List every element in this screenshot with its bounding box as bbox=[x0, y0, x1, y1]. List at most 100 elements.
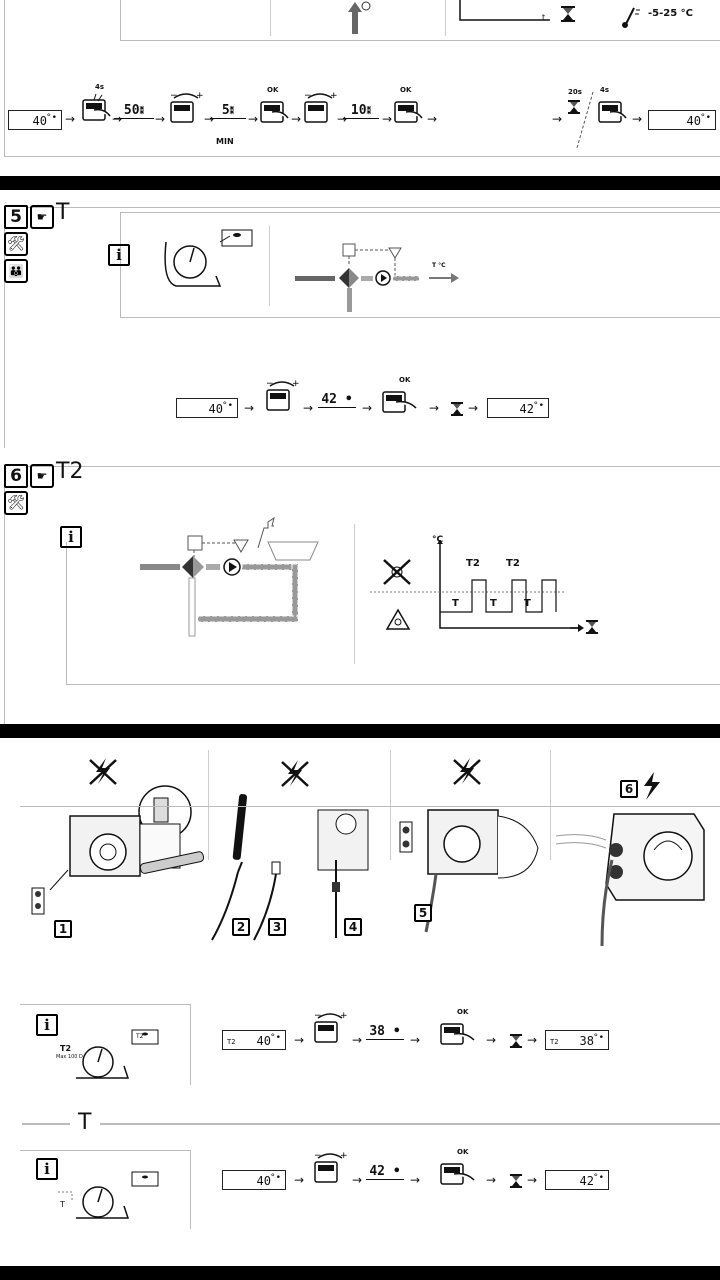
ok-label: OK bbox=[400, 86, 412, 94]
lcd-display-end: 40°• bbox=[648, 110, 716, 130]
arrow-icon: → bbox=[204, 112, 215, 126]
press-button-icon bbox=[598, 101, 627, 123]
t2-dial-illustration bbox=[76, 1029, 159, 1079]
installer-plus-icon: 🛠 bbox=[4, 491, 28, 515]
biohazard-warning-icon bbox=[385, 608, 411, 630]
divider-top-2 bbox=[445, 0, 446, 36]
hand-settings-icon: ☛ bbox=[30, 464, 54, 488]
svg-text:+: + bbox=[330, 91, 338, 101]
top-sequence-frame bbox=[4, 0, 720, 157]
arrow-icon: → bbox=[294, 1033, 305, 1047]
flashing-value-10: 10⁑ bbox=[343, 103, 379, 119]
rotate-knob-icon: −+ bbox=[314, 1151, 348, 1183]
hourglass-icon bbox=[561, 6, 575, 22]
svg-text:−: − bbox=[304, 91, 312, 101]
arrow-icon: → bbox=[486, 1173, 497, 1187]
arrow-icon: → bbox=[352, 1033, 363, 1047]
hourglass-icon bbox=[568, 100, 580, 114]
ok-label: OK bbox=[457, 1008, 469, 1016]
info-icon: i bbox=[36, 1014, 58, 1036]
t-section-line bbox=[100, 1123, 720, 1125]
press-ok-button-icon bbox=[260, 101, 289, 123]
divider-vertical bbox=[550, 750, 551, 860]
svg-text:+: + bbox=[340, 1151, 348, 1161]
min-label: MIN bbox=[216, 137, 234, 146]
top-info-frame bbox=[120, 0, 720, 41]
arrow-icon: → bbox=[291, 112, 302, 126]
section-number-5: 5 bbox=[4, 205, 28, 229]
svg-text:−: − bbox=[314, 1011, 322, 1021]
section6-title: T2 bbox=[56, 459, 84, 484]
flashing-value-50: 50⁑ bbox=[114, 103, 154, 119]
graph-label-t2: T2 bbox=[506, 558, 520, 569]
divider-top bbox=[270, 0, 271, 36]
arrow-icon: → bbox=[244, 401, 255, 415]
ok-label: OK bbox=[399, 376, 411, 384]
svg-text:−: − bbox=[314, 1151, 322, 1161]
arrow-icon: → bbox=[155, 112, 166, 126]
section-divider-bar bbox=[0, 724, 720, 738]
hand-settings-icon: ☛ bbox=[30, 205, 54, 229]
controller-assembly-illustration bbox=[399, 809, 539, 933]
arrow-icon: → bbox=[362, 401, 373, 415]
section-number-6: 6 bbox=[4, 464, 28, 488]
section5-frame bbox=[4, 207, 720, 448]
flashing-value-5: 5⁑ bbox=[210, 103, 246, 119]
ok-label: OK bbox=[457, 1148, 469, 1156]
hourglass-icon bbox=[510, 1174, 522, 1188]
press-ok-button-icon bbox=[382, 391, 417, 413]
step-number-2: 2 bbox=[232, 918, 250, 936]
step-number-1: 1 bbox=[54, 920, 72, 938]
ok-label: OK bbox=[267, 86, 279, 94]
rotate-knob-icon: −+ bbox=[266, 379, 300, 411]
axis-t-label: t bbox=[542, 13, 546, 22]
installer-icon: 🛠 bbox=[4, 232, 28, 256]
step-number-6: 6 bbox=[620, 780, 638, 798]
flashing-value-42: 42 • bbox=[366, 1164, 404, 1180]
rotate-knob-icon: −+ bbox=[304, 91, 338, 123]
hourglass-icon bbox=[451, 402, 463, 416]
thermostat-dial-icon bbox=[164, 229, 253, 287]
t2-cycle-graph bbox=[370, 540, 584, 632]
tc-label: T °C bbox=[432, 262, 446, 269]
press-ok-button-icon bbox=[440, 1163, 475, 1185]
graph-label-t: T bbox=[452, 598, 459, 609]
t2-display-label: T2 bbox=[136, 1033, 144, 1040]
svg-text:−: − bbox=[170, 91, 178, 101]
step-number-3: 3 bbox=[268, 918, 286, 936]
graph-label-t2: T2 bbox=[466, 558, 480, 569]
arrow-icon: → bbox=[337, 112, 348, 126]
lcd-display-start: 40°• bbox=[176, 398, 238, 418]
label-4s: 4s bbox=[95, 83, 105, 91]
arrow-icon: → bbox=[65, 112, 76, 126]
label-20s: 20s bbox=[568, 88, 582, 96]
lcd-display-end: 42°• bbox=[545, 1170, 609, 1190]
arrow-icon: → bbox=[427, 112, 438, 126]
divider-vertical bbox=[269, 226, 270, 306]
hourglass-icon bbox=[510, 1034, 522, 1048]
lcd-display-end: 42°• bbox=[487, 398, 549, 418]
graph-label-t: T bbox=[490, 598, 497, 609]
flashing-value-42: 42 • bbox=[318, 392, 356, 408]
t-dial-illustration bbox=[58, 1171, 159, 1219]
graph-ylabel: °C bbox=[432, 535, 444, 545]
hourglass-icon bbox=[586, 620, 598, 634]
controller-disassembly-illustration bbox=[31, 785, 205, 915]
step-number-4: 4 bbox=[344, 918, 362, 936]
press-button-icon bbox=[82, 93, 111, 121]
arrow-icon: → bbox=[294, 1173, 305, 1187]
t-section-title: T bbox=[78, 1110, 92, 1135]
info-icon: i bbox=[60, 526, 82, 548]
section-divider-bar bbox=[0, 1266, 720, 1280]
dial-t-label: T bbox=[60, 1200, 65, 1209]
time-graph-fragment bbox=[459, 0, 550, 21]
graph-label-t: T bbox=[524, 598, 531, 609]
info-icon: i bbox=[36, 1158, 58, 1180]
arrow-icon: → bbox=[112, 112, 123, 126]
arrow-icon: → bbox=[527, 1173, 538, 1187]
arrow-icon: → bbox=[352, 1173, 363, 1187]
arrow-icon: → bbox=[248, 112, 259, 126]
step-number-5: 5 bbox=[414, 904, 432, 922]
section6-frame bbox=[4, 466, 720, 729]
